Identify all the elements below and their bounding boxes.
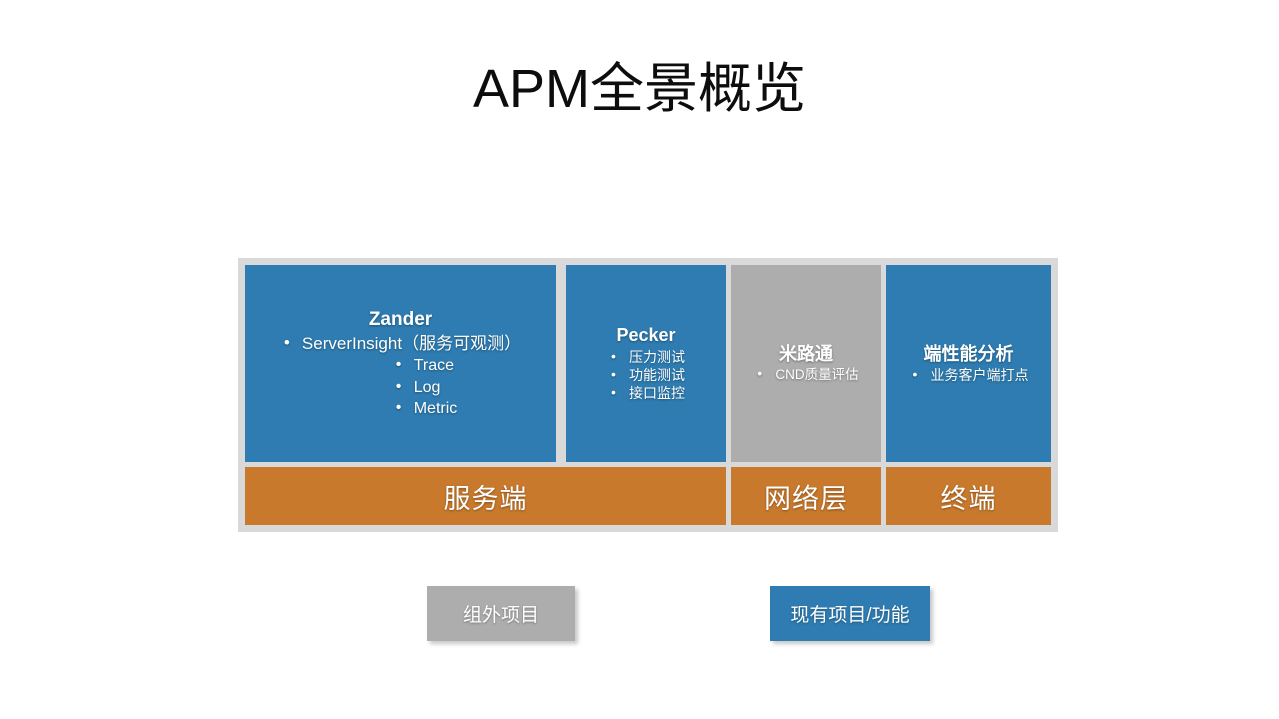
product-bullets-pecker: 压力测试 功能测试 接口监控 bbox=[607, 347, 685, 403]
product-box-zander[interactable]: Zander ServerInsight（服务可观测） Trace Log Me… bbox=[245, 265, 556, 462]
layer-bar-client[interactable]: 终端 bbox=[886, 467, 1051, 525]
list-item: CND质量评估 bbox=[753, 365, 858, 384]
layer-bar-server[interactable]: 服务端 bbox=[245, 467, 726, 525]
product-bullets-terminal-performance: 业务客户端打点 bbox=[909, 365, 1029, 384]
product-bullets-milutong: CND质量评估 bbox=[753, 365, 858, 384]
layer-bar-network[interactable]: 网络层 bbox=[731, 467, 881, 525]
legend-out-of-group[interactable]: 组外项目 bbox=[427, 586, 575, 641]
page-title: APM全景概览 bbox=[472, 59, 807, 119]
product-bullets-zander: ServerInsight（服务可观测） bbox=[280, 332, 521, 355]
product-subbullets-zander-wrap: Trace Log Metric bbox=[392, 354, 458, 419]
list-item: 压力测试 bbox=[607, 347, 685, 366]
list-item: 业务客户端打点 bbox=[909, 365, 1029, 384]
list-item: Trace bbox=[392, 354, 458, 376]
list-item: Log bbox=[392, 376, 458, 398]
product-title-terminal-performance: 端性能分析 bbox=[923, 343, 1014, 364]
legend-existing-project[interactable]: 现有项目/功能 bbox=[770, 586, 930, 641]
product-box-terminal-performance[interactable]: 端性能分析 业务客户端打点 bbox=[886, 265, 1051, 462]
layer-row: 服务端 网络层 终端 bbox=[245, 467, 1051, 525]
product-title-zander: Zander bbox=[368, 309, 433, 331]
list-item: ServerInsight（服务可观测） bbox=[280, 332, 521, 355]
product-row: Zander ServerInsight（服务可观测） Trace Log Me… bbox=[245, 265, 1051, 462]
product-box-milutong[interactable]: 米路通 CND质量评估 bbox=[731, 265, 881, 462]
list-item: 功能测试 bbox=[607, 365, 685, 384]
product-box-pecker[interactable]: Pecker 压力测试 功能测试 接口监控 bbox=[566, 265, 726, 462]
product-title-pecker: Pecker bbox=[616, 325, 676, 346]
list-item: Metric bbox=[392, 397, 458, 419]
product-subbullets-zander: Trace Log Metric bbox=[392, 354, 458, 419]
list-item: 接口监控 bbox=[607, 383, 685, 402]
product-title-milutong: 米路通 bbox=[779, 343, 833, 364]
apm-landscape-diagram: Zander ServerInsight（服务可观测） Trace Log Me… bbox=[238, 258, 1058, 532]
